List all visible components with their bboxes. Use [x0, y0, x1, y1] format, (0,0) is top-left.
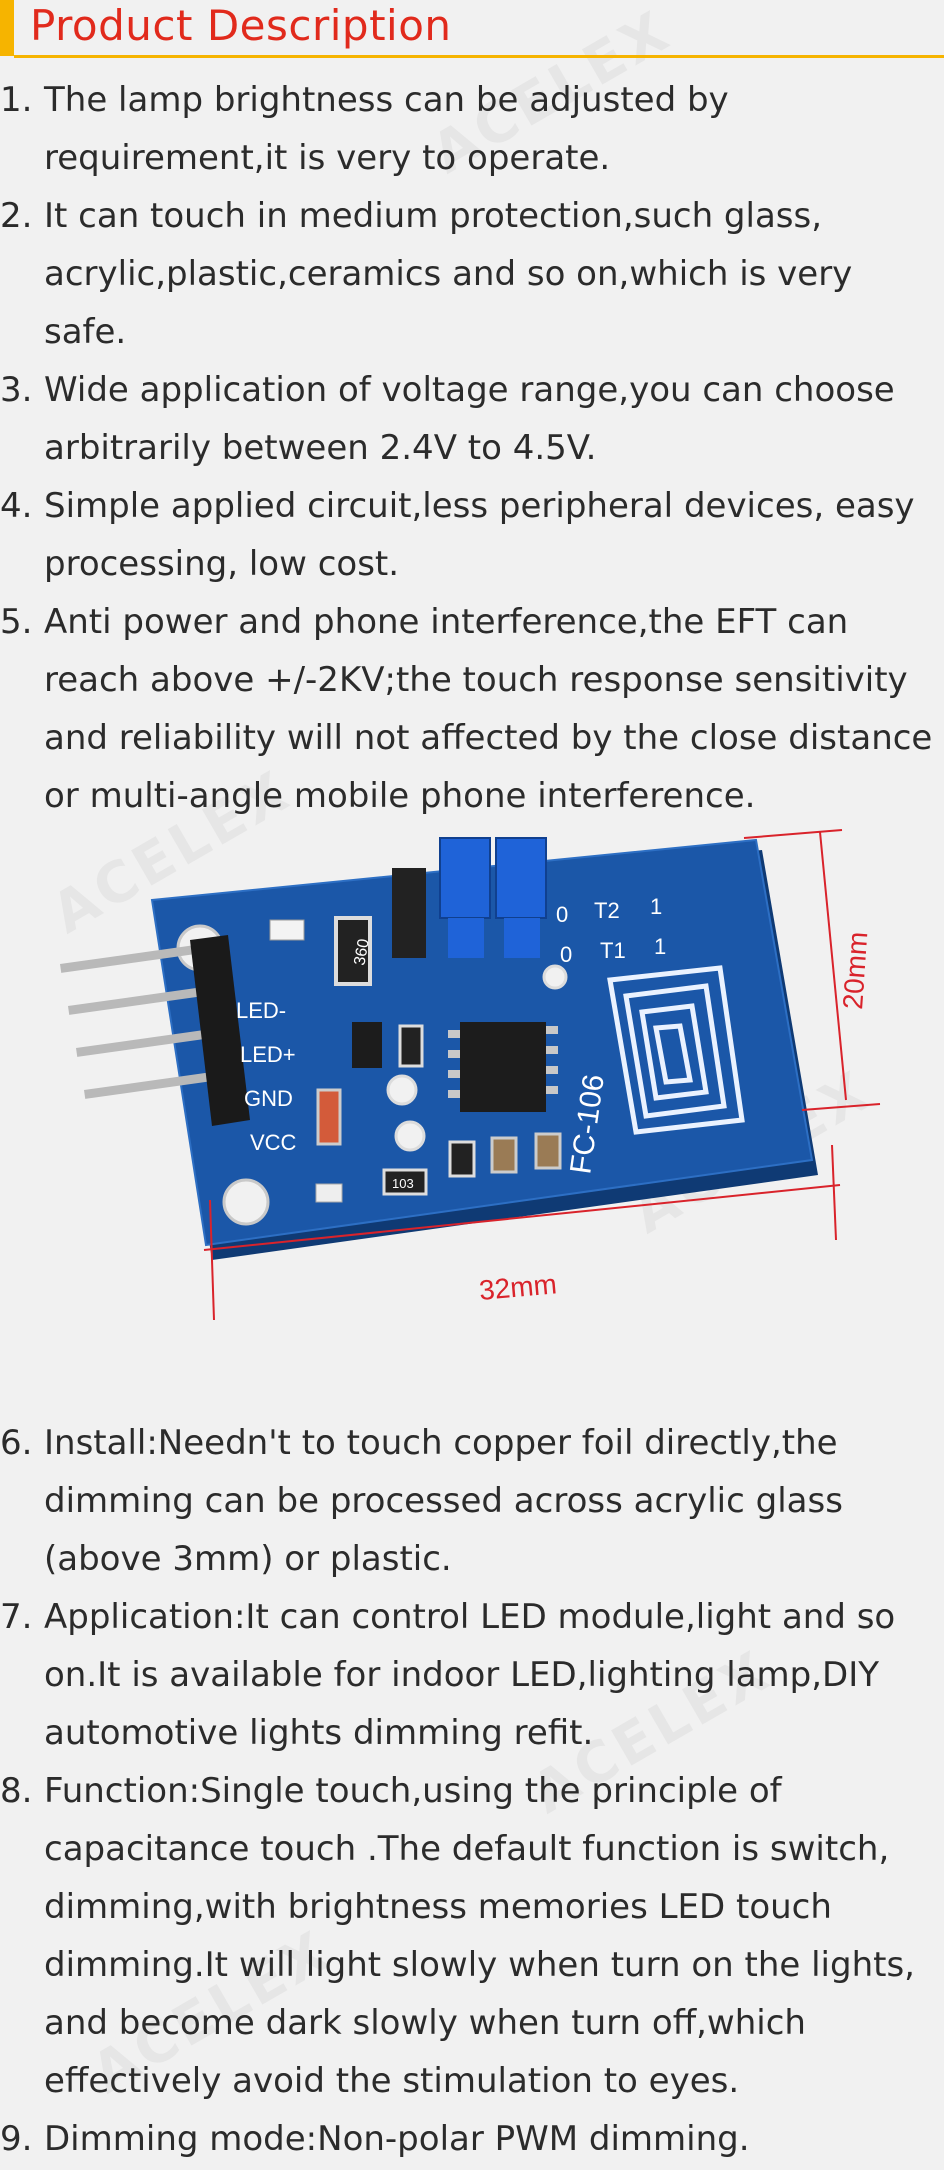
resistor-360: 360 — [334, 916, 373, 986]
diode — [316, 1088, 342, 1146]
resistor-103: 103 — [382, 1168, 428, 1196]
mount-hole — [222, 1178, 270, 1226]
feature-list-top: 1. The lamp brightness can be adjusted by… — [0, 71, 944, 825]
item-number: 4. — [0, 486, 33, 526]
pin-header — [59, 935, 250, 1126]
list-item: 6. Install:Needn't to touch copper foil d… — [0, 1414, 944, 1588]
item-number: 1. — [0, 80, 33, 120]
list-item: 4. Simple applied circuit,less peripheral… — [0, 477, 944, 593]
led-bottom — [315, 1183, 343, 1203]
jumper-label: T1 — [600, 938, 626, 963]
section-header: Product Description — [0, 0, 944, 58]
jumper-label: 0 — [560, 942, 572, 967]
pin-label-led-minus: LED- — [236, 998, 286, 1023]
smd-component — [448, 1140, 476, 1178]
smd-component — [398, 1024, 424, 1068]
list-item: 9. Dimming mode:Non-polar PWM dimming. — [0, 2110, 944, 2168]
svg-text:360: 360 — [351, 937, 372, 966]
capacitor — [534, 1132, 562, 1170]
item-number: 9. — [0, 2119, 33, 2159]
list-item: 3. Wide application of voltage range,you … — [0, 361, 944, 477]
touch-pad — [607, 965, 745, 1135]
item-text: Wide application of voltage range,you ca… — [44, 370, 895, 468]
item-text: Dimming mode:Non-polar PWM dimming. — [44, 2119, 750, 2159]
item-number: 8. — [0, 1771, 33, 1811]
via-hole — [542, 964, 568, 990]
item-number: 7. — [0, 1597, 33, 1637]
via-hole — [386, 1074, 418, 1106]
ic-chip — [448, 1022, 558, 1112]
list-item: 2. It can touch in medium protection,suc… — [0, 187, 944, 361]
transistor — [352, 1022, 382, 1068]
header-underline — [14, 55, 944, 58]
list-item: 5. Anti power and phone interference,the … — [0, 593, 944, 825]
jumper-label: 1 — [650, 894, 662, 919]
item-number: 2. — [0, 196, 33, 236]
list-item: 8. Function:Single touch,using the princi… — [0, 1762, 944, 2110]
item-text: It can touch in medium protection,such g… — [44, 196, 853, 352]
jumper-label: 0 — [556, 902, 568, 927]
list-item: 7. Application:It can control LED module,… — [0, 1588, 944, 1762]
width-dimension-label: 32mm — [478, 1268, 558, 1306]
jumper-block — [392, 837, 547, 958]
led-indicator — [269, 919, 305, 941]
jumper-label: T2 — [594, 898, 620, 923]
section-title: Product Description — [30, 1, 452, 50]
item-text: Anti power and phone interference,the EF… — [44, 602, 933, 816]
svg-text:103: 103 — [392, 1176, 414, 1191]
pin-label-gnd: GND — [244, 1086, 293, 1111]
via-hole — [394, 1120, 426, 1152]
product-image: LED- LED+ GND VCC 360 0 T2 1 0 T1 1 — [0, 790, 944, 1390]
jumper-label: 1 — [654, 934, 666, 959]
item-number: 6. — [0, 1423, 33, 1463]
item-text: Function:Single touch,using the principl… — [44, 1771, 915, 2101]
pin-label-vcc: VCC — [250, 1130, 297, 1155]
item-text: Application:It can control LED module,li… — [44, 1597, 896, 1753]
feature-list-bottom: 6. Install:Needn't to touch copper foil d… — [0, 1414, 944, 2168]
pin-label-led-plus: LED+ — [240, 1042, 296, 1067]
item-number: 3. — [0, 370, 33, 410]
list-item: 1. The lamp brightness can be adjusted by… — [0, 71, 944, 187]
item-text: Simple applied circuit,less peripheral d… — [44, 486, 915, 584]
height-dimension-label: 20mm — [837, 931, 873, 1011]
touch-dimmer-module-illustration: LED- LED+ GND VCC 360 0 T2 1 0 T1 1 — [59, 829, 881, 1321]
dimension-lines — [203, 829, 881, 1321]
header-accent-bar — [0, 0, 14, 56]
item-text: The lamp brightness can be adjusted by r… — [44, 80, 729, 178]
item-number: 5. — [0, 602, 33, 642]
item-text: Install:Needn't to touch copper foil dir… — [44, 1423, 843, 1579]
capacitor — [490, 1136, 518, 1174]
